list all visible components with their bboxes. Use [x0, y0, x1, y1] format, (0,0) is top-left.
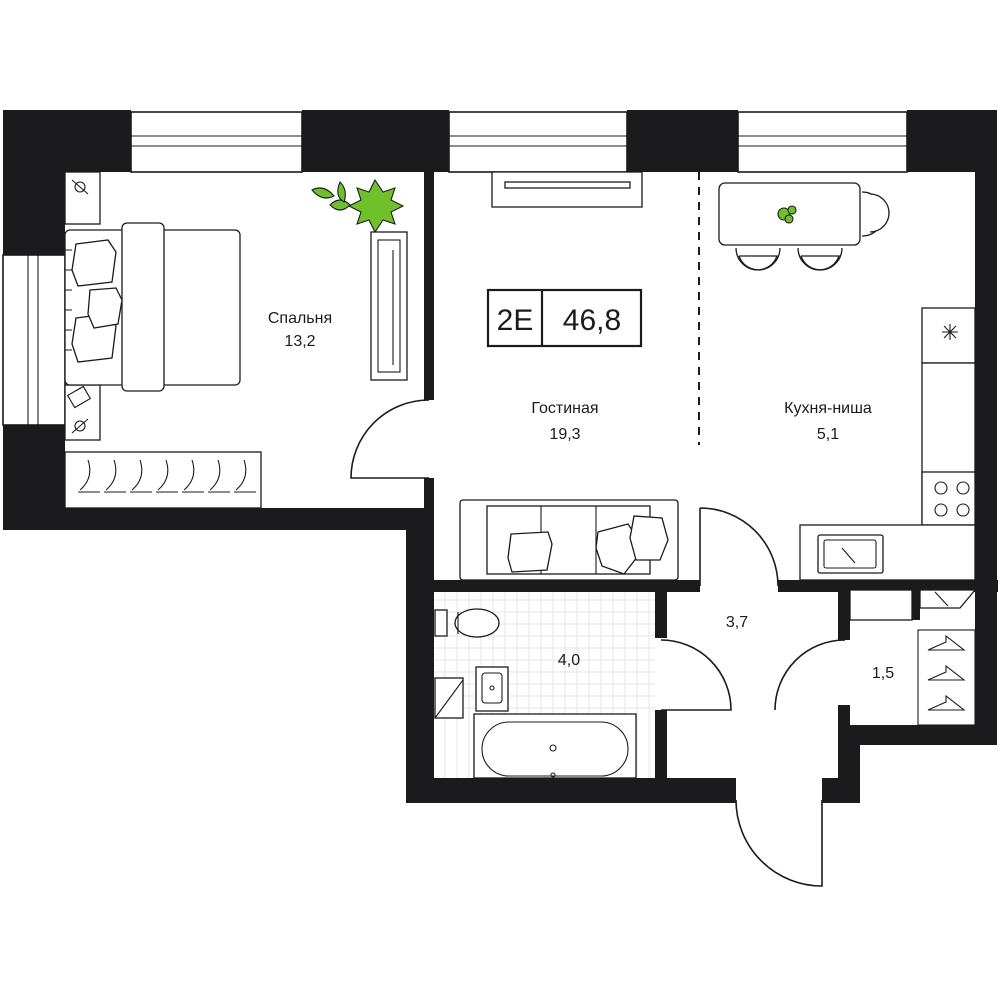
closet-furniture [849, 589, 977, 621]
bathroom-furniture [434, 608, 637, 779]
apartment-type: 2E [497, 304, 534, 337]
kitchen-furniture [718, 182, 976, 581]
wardrobe-hangers [917, 629, 976, 726]
kitchen-name: Кухня-ниша [784, 400, 872, 417]
living-area: 19,3 [549, 426, 580, 443]
apartment-badge: 2E 46,8 [486, 288, 643, 348]
wardrobe-area: 1,5 [872, 665, 894, 682]
room-labels: Спальня 13,2 Гостиная 19,3 Кухня-ниша 5,… [268, 310, 894, 682]
plant-icon [311, 178, 405, 234]
plant-icon [777, 205, 797, 224]
walls [3, 110, 998, 803]
hallway-area: 3,7 [726, 614, 748, 631]
bedroom-area: 13,2 [284, 333, 315, 350]
living-name: Гостиная [531, 400, 598, 417]
bathroom-area: 4,0 [558, 652, 580, 669]
total-area: 46,8 [563, 304, 621, 337]
doors [350, 399, 846, 887]
bedroom-name: Спальня [268, 310, 332, 327]
kitchen-area: 5,1 [817, 426, 839, 443]
living-furniture [459, 171, 679, 581]
bedroom-furniture [64, 171, 408, 509]
